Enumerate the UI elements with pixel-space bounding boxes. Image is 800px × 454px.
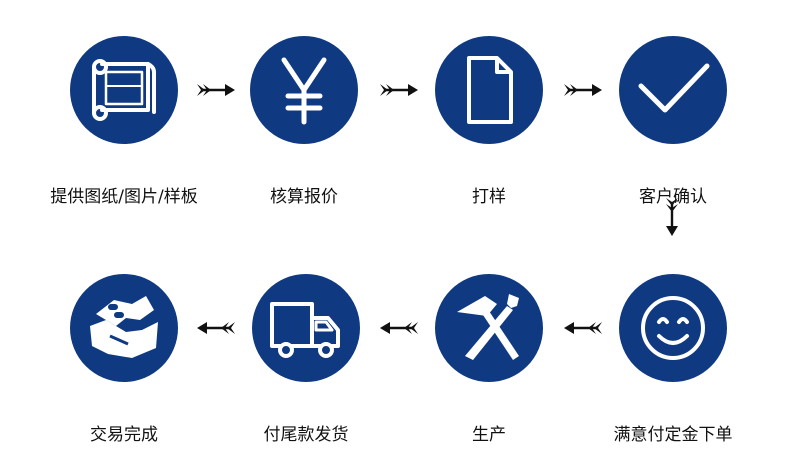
arrow-right <box>380 83 418 97</box>
step-circle <box>70 36 178 144</box>
step-deal-complete: 交易完成 <box>44 274 204 445</box>
arrow-left <box>197 321 235 335</box>
step-customer-confirm: 客户确认 <box>593 36 753 207</box>
step-circle <box>250 36 358 144</box>
delivery-truck-icon <box>270 302 340 358</box>
document-icon <box>467 56 513 124</box>
step-label: 客户确认 <box>639 187 707 207</box>
step-provide-drawings: 提供图纸/图片/样板 <box>44 36 204 207</box>
step-deposit-order: 满意付定金下单 <box>593 274 753 445</box>
step-label: 满意付定金下单 <box>613 425 733 445</box>
smiley-icon <box>641 296 705 360</box>
step-circle <box>252 274 360 382</box>
step-sample: 打样 <box>409 36 569 207</box>
step-label: 交易完成 <box>90 425 158 445</box>
step-label: 提供图纸/图片/样板 <box>50 187 198 207</box>
step-production: 生产 <box>409 274 569 445</box>
arrow-left <box>380 321 418 335</box>
handshake-icon <box>90 296 158 358</box>
step-circle <box>435 36 543 144</box>
checkmark-icon <box>638 63 710 113</box>
arrow-right <box>564 83 602 97</box>
arrow-down <box>665 198 679 236</box>
step-circle <box>435 274 543 382</box>
step-circle <box>619 274 727 382</box>
hammer-screwdriver-icon <box>457 294 519 360</box>
step-label: 核算报价 <box>270 187 338 207</box>
blueprint-scroll-icon <box>92 59 156 121</box>
step-final-payment-shipping: 付尾款发货 <box>226 274 386 445</box>
step-circle <box>70 274 178 382</box>
step-label: 生产 <box>472 425 506 445</box>
arrow-right <box>197 83 235 97</box>
step-quote: 核算报价 <box>224 36 384 207</box>
step-label: 打样 <box>472 187 506 207</box>
arrow-left <box>564 321 602 335</box>
yen-icon <box>281 57 327 125</box>
step-label: 付尾款发货 <box>263 425 349 445</box>
step-circle <box>619 36 727 144</box>
